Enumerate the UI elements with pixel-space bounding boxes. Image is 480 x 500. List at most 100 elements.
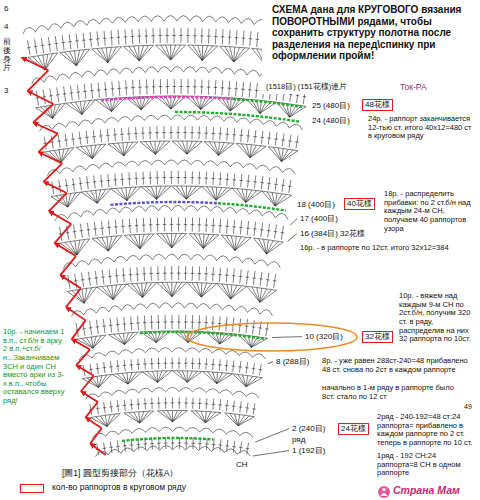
vertical-note: 前後身片 [3,38,11,73]
logo-body [381,493,388,496]
row-count: 8 (288目) [276,357,309,366]
stitch-row [63,254,280,269]
turning-arrow [55,243,76,256]
stitch-row [51,186,292,207]
turning-arrow [44,163,63,181]
chain-mark: СН [236,460,248,469]
row-highlight [122,438,213,441]
row-count: 24 (480目) [312,116,350,125]
row-oval [187,323,357,351]
row-highlight [140,332,266,339]
row-count: 16 (384目) 32花樣 [300,229,365,238]
leader-line [253,451,289,456]
row-note: 10р. - вяжем над каждым 9-м СН по 2ст.б/… [399,292,477,344]
row-highlight [175,112,300,122]
row-note: 18р. - распределить прибавки: по 2 ст.б/… [384,190,477,233]
row-count: 18 (400目) [297,200,335,209]
pattern-count-box: 32花樣 [362,331,393,343]
pattern-count-box: 40花樣 [344,198,375,210]
stitch-row [32,67,311,85]
logo-head [382,488,385,491]
pattern-count: 40花樣 [347,199,372,208]
stitch-row [36,96,306,118]
turning-arrow [66,307,86,320]
pattern-count-box: 24花樣 [338,423,369,435]
row-count: (1518目) (151花樣)連片 [266,83,347,92]
turning-arrow [90,443,105,455]
page-number: 49 [464,403,472,411]
turning-arrow [28,70,49,91]
turning-arrow [86,402,98,417]
row-note: начально в 1-м ряду в раппорте было 8ст.… [322,384,462,401]
turning-arrow [44,182,67,193]
turning-arrow [76,365,94,376]
row-number: 6 [4,4,8,13]
leader-line [255,429,289,443]
legend-swatch [20,484,44,493]
row-highlight [101,97,233,100]
row-highlight [218,203,286,210]
stitch-row [51,171,292,194]
turning-arrow [33,104,53,122]
row-note: 1ряд - 192 СН:24 раппорта=8 СН в одном р… [377,452,477,478]
stitch-row [82,358,262,377]
turning-arrow [49,193,67,211]
row-note: 2ряд - 240-192=48 ст:24 раппорта= прибав… [377,413,477,448]
stitch-row [44,141,298,163]
pattern-count-box: 48花樣 [362,99,393,111]
turning-arrow [66,288,81,307]
row-note: 16р. - в раппорте по 12ст. итого 32х12=3… [300,244,476,253]
stitch-row [77,331,268,348]
row-highlight [233,99,302,107]
stitch-row [43,126,298,150]
watermark: Страна Мам [393,484,460,496]
stitch-row [89,397,256,415]
turning-arrow [72,339,90,349]
logo-circle [378,486,390,498]
stitch-row [71,303,272,317]
leader-line [272,336,302,338]
row-count: 10 (320目) [305,332,343,341]
turning-arrow [60,275,80,288]
turning-arrow [49,211,71,224]
turning-arrow [72,320,86,339]
title-note: СХЕМА дана для КРУГОВОГО вязания ПОВОРОТ… [272,4,476,62]
stitch-row [47,160,295,176]
pattern-count: 48花樣 [365,100,390,109]
turning-arrow [33,123,58,134]
pattern-count: 24花樣 [341,424,366,433]
turning-arrow [76,350,90,366]
row-number: 4 [4,22,8,31]
turning-arrow [90,428,101,443]
turning-arrow [38,134,57,152]
turning-arrow [22,58,49,71]
edge-note: 10р. - начинаем 1 в.п., ст.б/н в арку 2 … [3,328,65,406]
stitch-row [60,234,283,255]
stitch-row [67,266,276,289]
row-highlight [110,202,218,205]
stitch-row [86,387,260,399]
stitch-row [82,371,262,388]
row-count: 25 (480目) [312,101,350,110]
row-count: 2 (240目) [292,424,325,433]
stitch-row [92,427,253,438]
row-number: 3 [4,86,8,95]
row-note: 24р. - раппорт заканчивается 12-тью ст. … [368,115,476,141]
row-count: 17 (400目) [300,214,338,223]
stitch-row [59,217,284,241]
stitch-row [55,205,288,220]
turning-arrow [81,376,94,392]
author-mark: Ток-РА [400,83,427,93]
stitch-rows [22,16,319,457]
turning-arrow [38,152,62,163]
stitch-row [91,411,255,427]
leader-line [268,362,273,364]
legend-text: кол-во раппортов в круговом ряду [52,483,186,493]
turning-arrow [81,391,98,402]
pattern-count: 32花樣 [365,332,390,341]
stitch-row [75,315,268,337]
row-count: 1 (192目) [292,446,325,455]
stitch-row [67,282,276,303]
stitch-row [96,437,249,455]
row-note: 8р. - уже равен 288ст-240=48 прибавлено … [322,357,474,374]
